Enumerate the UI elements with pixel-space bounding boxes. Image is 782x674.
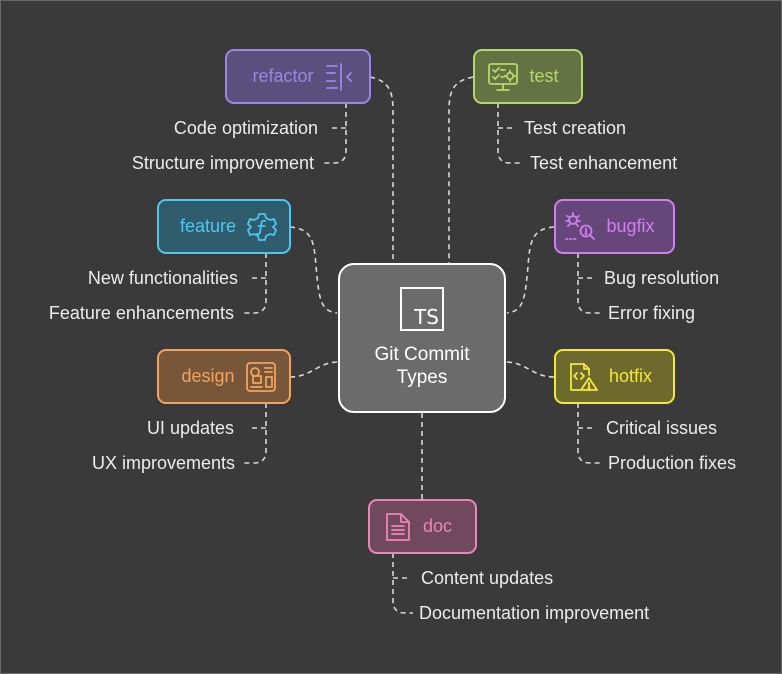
- function-gear-icon: [247, 212, 277, 241]
- center-node: TS Git Commit Types: [338, 263, 506, 413]
- feature-node: feature: [157, 199, 291, 254]
- hotfix-label: hotfix: [608, 366, 653, 386]
- hotfix-item-1: Critical issues: [606, 418, 718, 438]
- doc-label: doc: [422, 516, 453, 536]
- feature-label: feature: [179, 216, 237, 236]
- refactor-item-2: Structure improvement: [131, 153, 314, 173]
- refactor-label: refactor: [252, 66, 314, 86]
- connector-design: [289, 361, 338, 378]
- design-item-2: UX improvements: [91, 453, 235, 473]
- connector-bugfix-items: [577, 253, 601, 314]
- typescript-icon-text: TS: [414, 305, 439, 329]
- connector-test-items: [497, 103, 521, 164]
- bug-search-icon: [565, 211, 596, 240]
- test-settings-icon: [488, 62, 519, 91]
- center-title: Git Commit Types: [374, 344, 470, 388]
- connector-refactor: [369, 76, 394, 263]
- refactor-node: refactor: [225, 49, 371, 104]
- document-icon: [386, 512, 410, 541]
- connector-hotfix: [506, 361, 555, 378]
- refactor-item-1: Code optimization: [173, 118, 318, 138]
- connector-test: [448, 76, 474, 263]
- doc-item-2: Documentation improvement: [419, 603, 650, 623]
- bugfix-item-1: Bug resolution: [604, 268, 720, 288]
- connector-doc-items: [392, 553, 413, 614]
- connector-feature-items: [242, 253, 267, 314]
- feature-item-2: Feature enhancements: [48, 303, 234, 323]
- feature-item-1: New functionalities: [87, 268, 238, 288]
- connector-design-items: [242, 403, 267, 464]
- typescript-icon: TS: [400, 287, 444, 331]
- test-node: test: [473, 49, 583, 104]
- indent-outdent-icon: [325, 62, 352, 91]
- bugfix-item-2: Error fixing: [608, 303, 696, 323]
- code-warning-icon: [570, 362, 598, 391]
- design-item-1: UI updates: [146, 418, 234, 438]
- design-label: design: [181, 366, 235, 386]
- test-item-1: Test creation: [524, 118, 627, 138]
- hotfix-item-2: Production fixes: [608, 453, 737, 473]
- connector-refactor-items: [323, 103, 347, 164]
- hotfix-node: hotfix: [554, 349, 675, 404]
- connector-hotfix-items: [577, 403, 601, 464]
- design-layout-icon: [245, 361, 276, 392]
- design-node: design: [157, 349, 291, 404]
- connector-feature: [289, 226, 338, 314]
- bugfix-node: bugfix: [554, 199, 675, 254]
- doc-item-1: Content updates: [421, 568, 554, 588]
- connector-bugfix: [506, 226, 555, 314]
- test-label: test: [529, 66, 559, 86]
- doc-node: doc: [368, 499, 477, 554]
- test-item-2: Test enhancement: [530, 153, 678, 173]
- bugfix-label: bugfix: [606, 216, 655, 236]
